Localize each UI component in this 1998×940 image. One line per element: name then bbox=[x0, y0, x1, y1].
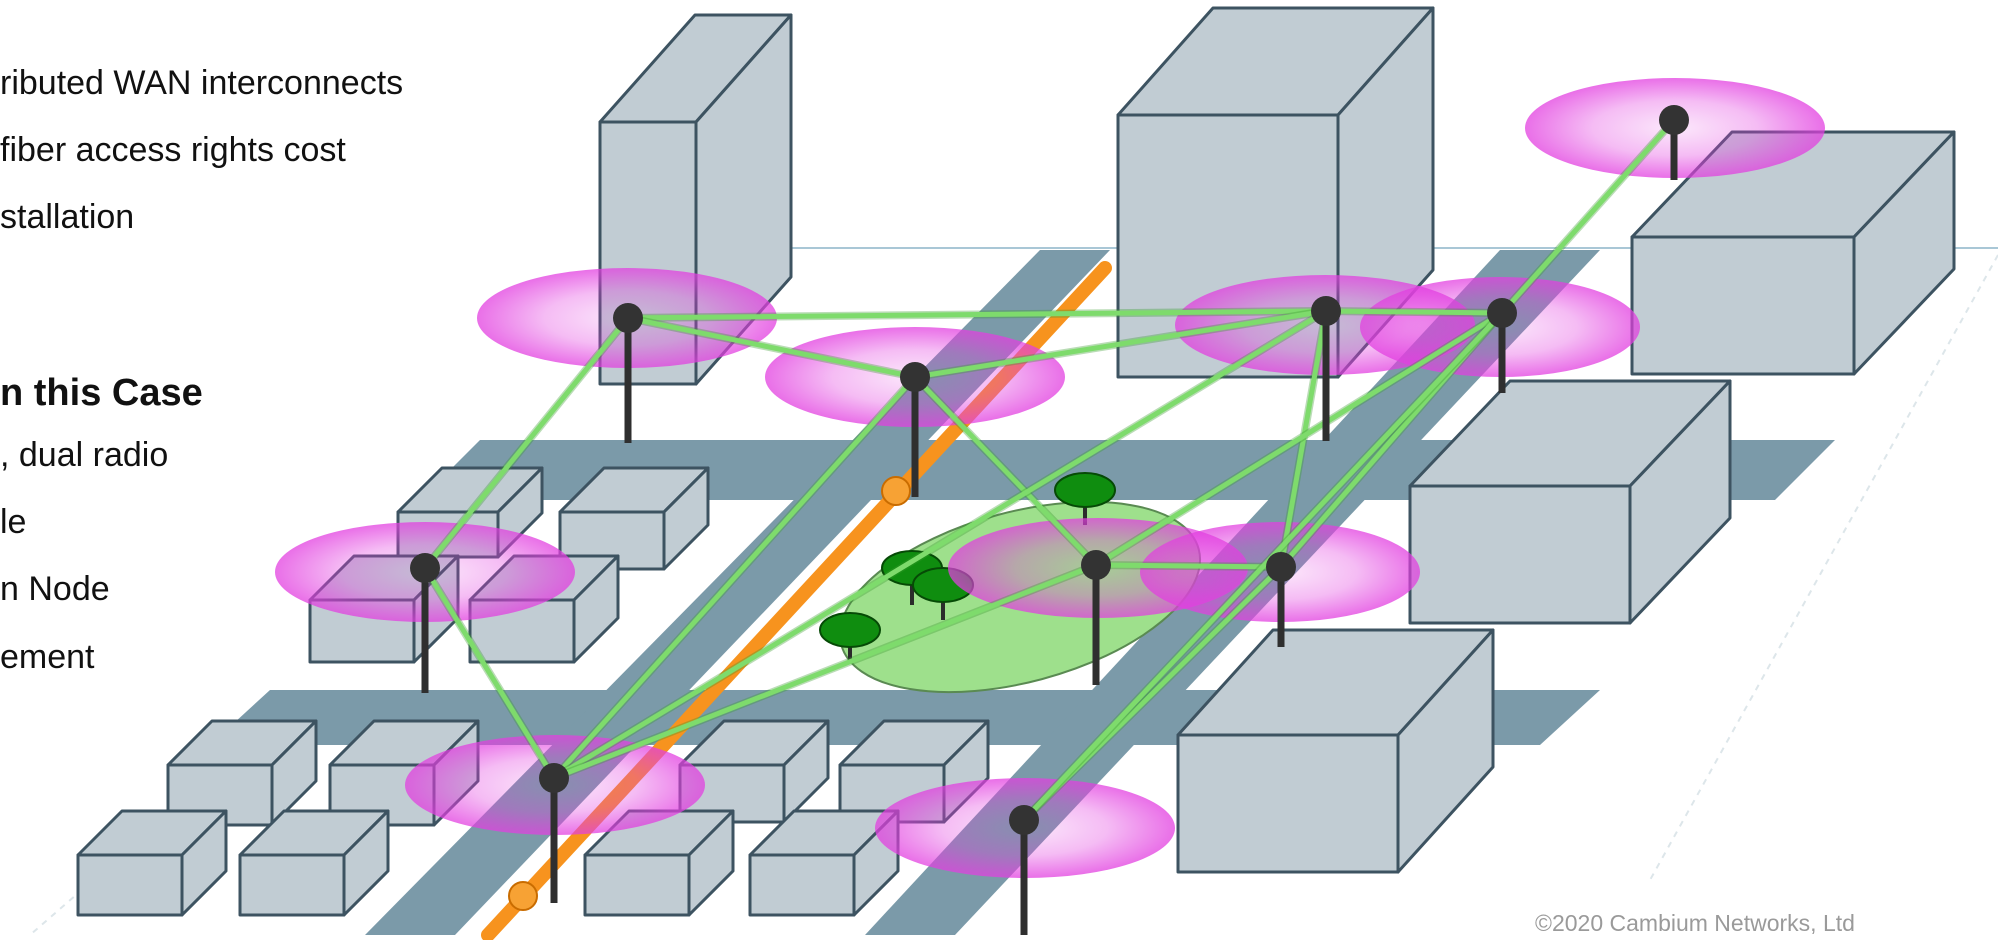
building-icon bbox=[166, 719, 318, 827]
bullet-fiber-access-cost: fiber access rights cost bbox=[0, 131, 346, 169]
bullet-wan-interconnects: ributed WAN interconnects bbox=[0, 64, 404, 102]
mesh-link-core bbox=[912, 374, 1099, 568]
mesh-link-core bbox=[1499, 117, 1677, 316]
building-icon bbox=[1176, 628, 1495, 874]
mesh-link-core bbox=[551, 562, 1099, 781]
mesh-link-core bbox=[1093, 310, 1505, 568]
fiber-splice-icon bbox=[881, 476, 911, 506]
mesh-node-icon bbox=[1081, 550, 1111, 685]
building-icon bbox=[76, 809, 228, 917]
mesh-links bbox=[421, 116, 1678, 824]
tree-icon bbox=[1054, 472, 1116, 525]
mesh-node-icon bbox=[900, 362, 930, 497]
mesh-node-icon bbox=[1311, 296, 1341, 441]
mesh-nodes bbox=[410, 105, 1689, 935]
mesh-link-core bbox=[551, 308, 1329, 781]
mesh-link-core bbox=[1323, 308, 1505, 316]
mesh-node-icon bbox=[1009, 805, 1039, 935]
mesh-link-core bbox=[1093, 562, 1284, 570]
mesh-node-icon bbox=[1659, 105, 1689, 180]
mesh-link-core bbox=[912, 308, 1329, 380]
bullet-placement: ement bbox=[0, 638, 95, 676]
mesh-link-core bbox=[422, 315, 631, 571]
bullet-n-node: n Node bbox=[0, 570, 110, 608]
tree-icon bbox=[819, 612, 881, 662]
copyright-notice: ©2020 Cambium Networks, Ltd bbox=[1535, 910, 1855, 936]
mesh-node-icon bbox=[1487, 298, 1517, 393]
mesh-link-core bbox=[625, 308, 1329, 321]
mesh-link-core bbox=[551, 374, 918, 781]
fiber-splice-icon bbox=[508, 881, 538, 911]
mesh-link-core bbox=[1021, 310, 1505, 823]
building-icon bbox=[1408, 379, 1732, 625]
mesh-node-icon bbox=[410, 553, 440, 693]
bullet-node: le bbox=[0, 503, 27, 541]
section-heading: n this Case bbox=[0, 372, 203, 414]
bullet-installation: stallation bbox=[0, 198, 135, 236]
building-icon bbox=[1630, 130, 1956, 376]
mesh-link-core bbox=[625, 315, 918, 380]
mesh-node-icon bbox=[1266, 552, 1296, 647]
mesh-node-icon bbox=[539, 763, 569, 903]
mesh-link-core bbox=[422, 565, 557, 781]
building-icon bbox=[238, 809, 390, 917]
mesh-node-icon bbox=[613, 303, 643, 443]
bullet-dual-radio: , dual radio bbox=[0, 436, 169, 474]
